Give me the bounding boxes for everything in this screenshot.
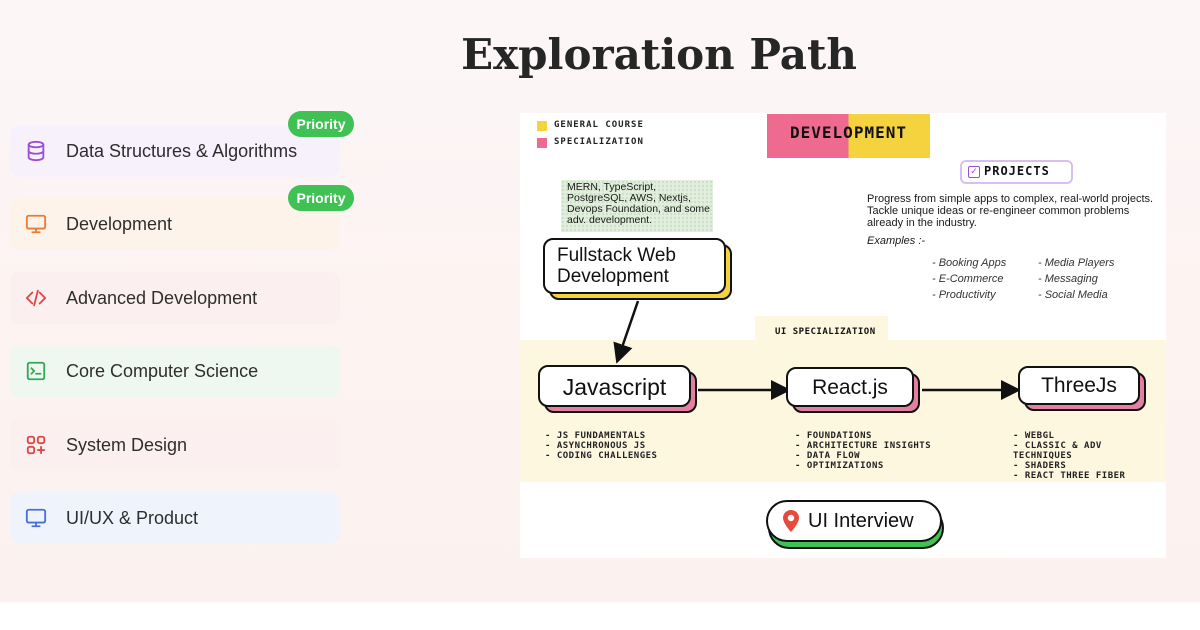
location-pin-icon: [783, 510, 799, 532]
legend-swatch-general: [537, 121, 547, 131]
node-react: React.js: [786, 367, 914, 407]
example-item: - Booking Apps: [932, 257, 1007, 269]
ui-specialization-label: UI SPECIALIZATION: [775, 327, 876, 337]
topic-item: - WEBGL: [1013, 431, 1055, 441]
ui-specialization-tab: [755, 316, 888, 342]
topic-item: - REACT THREE FIBER: [1013, 471, 1126, 481]
menu-item-core-cs[interactable]: Core Computer Science: [10, 345, 340, 397]
example-item: - Productivity: [932, 289, 996, 301]
example-item: - Media Players: [1038, 257, 1115, 269]
menu-item-label: System Design: [66, 434, 188, 455]
projects-tag: [960, 160, 1073, 184]
topic-item: - JS FUNDAMENTALS: [545, 431, 646, 441]
stack-note: MERN, TypeScript, PostgreSQL, AWS, Nextj…: [567, 181, 711, 226]
menu-item-development[interactable]: Development: [10, 198, 340, 250]
topic-item: - CODING CHALLENGES: [545, 451, 658, 461]
topic-item: - OPTIMIZATIONS: [795, 461, 884, 471]
stack-note-bg: [561, 180, 713, 232]
page-title: Exploration Path: [461, 30, 857, 79]
development-heading: DEVELOPMENT: [790, 123, 907, 142]
interview-label: UI Interview: [808, 510, 914, 532]
menu-item-advanced-development[interactable]: Advanced Development: [10, 272, 340, 324]
database-icon: [24, 139, 48, 163]
menu-item-ui-ux[interactable]: UI/UX & Product: [10, 492, 340, 544]
threejs-topics: - WEBGL - CLASSIC & ADV TECHNIQUES - SHA…: [1013, 431, 1166, 481]
projects-description: Progress from simple apps to complex, re…: [867, 193, 1154, 229]
react-topics: - FOUNDATIONS - ARCHITECTURE INSIGHTS - …: [795, 431, 931, 471]
menu-item-label: Core Computer Science: [66, 360, 259, 381]
node-label: React.js: [812, 376, 888, 399]
projects-examples-left: - Booking Apps - E-Commerce - Productivi…: [932, 255, 1006, 303]
node-label: ThreeJs: [1041, 374, 1117, 397]
topic-item: - ASYNCHRONOUS JS: [545, 441, 646, 451]
topic-item: - CLASSIC & ADV TECHNIQUES: [1013, 441, 1102, 461]
javascript-topics: - JS FUNDAMENTALS - ASYNCHRONOUS JS - CO…: [545, 431, 657, 461]
apps-add-icon: [24, 433, 48, 457]
terminal-icon: [24, 359, 48, 383]
projects-label: PROJECTS: [984, 164, 1050, 178]
node-label: Fullstack Web Development: [557, 245, 676, 287]
legend-label-general: GENERAL COURSE: [554, 120, 644, 130]
priority-badge: Priority: [288, 111, 354, 137]
priority-badge: Priority: [288, 185, 354, 211]
monitor-icon: [24, 212, 48, 236]
menu-item-system-design[interactable]: System Design: [10, 419, 340, 471]
projects-examples-label: Examples :-: [867, 235, 926, 247]
menu-item-label: Advanced Development: [66, 287, 258, 308]
example-item: - E-Commerce: [932, 273, 1004, 285]
node-threejs: ThreeJs: [1018, 366, 1140, 405]
monitor-icon: [24, 506, 48, 530]
topic-item: - FOUNDATIONS: [795, 431, 872, 441]
menu-item-dsa[interactable]: Data Structures & Algorithms: [10, 125, 340, 177]
menu-item-label: Development: [66, 213, 173, 234]
legend-label-specialization: SPECIALIZATION: [554, 137, 644, 147]
menu-item-label: Data Structures & Algorithms: [66, 140, 298, 161]
node-javascript: Javascript: [538, 365, 691, 407]
node-label: Javascript: [562, 374, 667, 400]
menu-item-label: UI/UX & Product: [66, 507, 199, 528]
example-item: - Social Media: [1038, 289, 1108, 301]
ui-interview-pill: UI Interview: [766, 500, 942, 542]
topic-item: - ARCHITECTURE INSIGHTS: [795, 441, 932, 451]
node-fullstack: Fullstack Web Development: [543, 238, 726, 294]
development-heading-bg: [767, 114, 930, 158]
legend-swatch-specialization: [537, 138, 547, 148]
projects-examples-right: - Media Players - Messaging - Social Med…: [1038, 255, 1114, 303]
roadmap-arrows: [613, 300, 1021, 400]
topic-item: - SHADERS: [1013, 461, 1067, 471]
topic-item: - DATA FLOW: [795, 451, 861, 461]
checkbox-icon: ✓: [968, 166, 980, 178]
roadmap-panel: GENERAL COURSE SPECIALIZATION DEVELOPMEN…: [520, 113, 1166, 558]
arrow-fullstack-javascript: [613, 300, 640, 364]
example-item: - Messaging: [1038, 273, 1098, 285]
code-icon: [24, 286, 48, 310]
